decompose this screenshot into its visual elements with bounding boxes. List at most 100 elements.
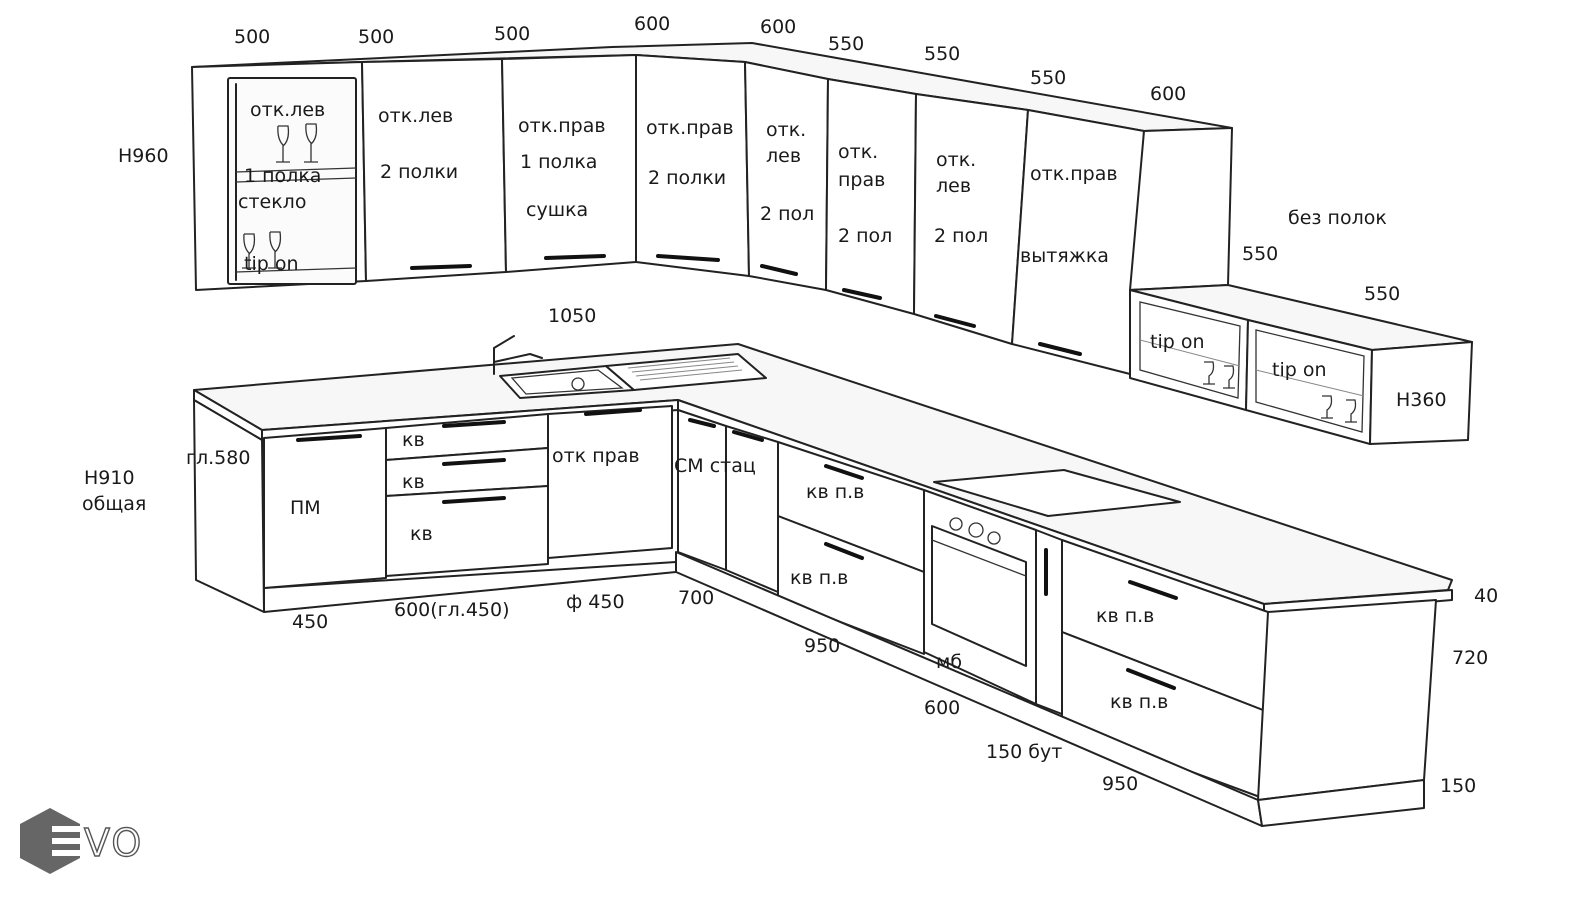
handle [732, 430, 764, 442]
upper-cabinets [191, 42, 1233, 375]
logo-text: VO [84, 821, 143, 865]
wine-glass-icon [1203, 361, 1357, 423]
handle [824, 464, 864, 480]
upper-6-shelves: 2 пол [838, 225, 892, 247]
upper-8-opening: отк.прав [1030, 163, 1118, 185]
upper-1-shelves: 1 полка [244, 165, 321, 187]
handle [842, 288, 882, 300]
handle [442, 420, 506, 428]
handle [584, 408, 642, 416]
base-drawer-3[interactable] [385, 485, 549, 577]
upper-cabinet-4[interactable] [635, 54, 750, 277]
dim-base-4: 700 [678, 587, 714, 609]
dim-plinth-built-in: 150 бут [986, 741, 1062, 763]
dim-upper-5: 600 [760, 16, 796, 38]
side-cabinet-2-label: tip on [1272, 359, 1327, 381]
dim-base-6: 600 [924, 697, 960, 719]
base-cabinet-washer-a[interactable] [677, 409, 727, 571]
base-cabinet-washer-b[interactable] [725, 425, 779, 593]
side-upper-cabinets [1129, 284, 1473, 445]
sink-bowl [510, 369, 624, 395]
upper-3-shelves: 1 полка [520, 151, 597, 173]
upper-2-shelves: 2 полки [380, 161, 458, 183]
dim-base-3: ф 450 [566, 591, 625, 613]
dim-upper-4: 600 [634, 13, 670, 35]
base-end-panel [1257, 599, 1437, 801]
drawer-950-b1-label: кв п.в [1096, 605, 1154, 627]
upper-cabinet-5[interactable] [744, 61, 829, 291]
drawer-950-a1-label: кв п.в [806, 481, 864, 503]
handle [824, 542, 864, 560]
glass-shelf-line [235, 167, 357, 173]
upper-5-shelves: 2 пол [760, 203, 814, 225]
dim-base-7: 950 [1102, 773, 1138, 795]
drawer-1-label: кв [402, 429, 425, 451]
upper-cabinet-6[interactable] [825, 78, 917, 315]
drawer-3-label: кв [410, 523, 433, 545]
dim-upper-6: 550 [828, 33, 864, 55]
dim-plinth-height: 150 [1440, 775, 1476, 797]
dim-base-depth: гл.580 [186, 447, 250, 469]
side-shelf [1139, 339, 1241, 367]
upper-6-opening-1: отк. [838, 141, 878, 163]
drainboard-grooves [627, 357, 743, 381]
upper-7-opening-1: отк. [936, 149, 976, 171]
handle [656, 254, 720, 262]
upper-cabinet-7[interactable] [913, 93, 1029, 345]
dim-side-upper-2: 550 [1364, 283, 1400, 305]
oven-label: мб [936, 651, 962, 673]
handle [1126, 668, 1176, 690]
base-drawer-950-a2[interactable] [777, 515, 925, 655]
sink-cabinet-label: отк прав [552, 445, 640, 467]
upper-7-shelves: 2 пол [934, 225, 988, 247]
base-labels: ПМ кв кв кв отк прав СМ стац кв п.в кв п… [290, 429, 1168, 713]
handle [760, 264, 798, 276]
dim-upper-1: 500 [234, 26, 270, 48]
side-upper-end [1369, 341, 1473, 445]
dim-body-height: 720 [1452, 647, 1488, 669]
upper-3-extra: сушка [526, 199, 588, 221]
dim-base-height: H910 [84, 467, 135, 489]
base-cabinet-sink[interactable] [547, 405, 673, 559]
wine-glass-icon [242, 123, 318, 269]
handle [544, 254, 606, 260]
handle [442, 458, 506, 466]
dim-upper-height: H960 [118, 145, 169, 167]
upper-4-opening: отк.прав [646, 117, 734, 139]
upper-5-opening-2: лев [766, 145, 801, 167]
upper-end-panel [1129, 127, 1233, 291]
handle [442, 496, 506, 504]
glass-bottom-line [235, 267, 357, 273]
dim-base-2: 600(гл.450) [394, 599, 510, 621]
side-glass-1 [1139, 301, 1241, 399]
upper-cabinet-8[interactable] [1011, 109, 1145, 375]
dim-base-5: 950 [804, 635, 840, 657]
dim-upper-3: 500 [494, 23, 530, 45]
dim-upper-9: 600 [1150, 83, 1186, 105]
side-shelf [1255, 369, 1365, 397]
upper-labels: отк.лев 1 полка стекло tip on отк.лев 2 … [238, 99, 1118, 275]
handle [688, 418, 716, 428]
logo-e-bars [52, 826, 86, 856]
dim-upper-7: 550 [924, 43, 960, 65]
side-cabinet-1-label: tip on [1150, 331, 1205, 353]
faucet-icon [493, 335, 543, 375]
dishwasher-label: ПМ [290, 497, 321, 519]
upper-5-opening-1: отк. [766, 119, 806, 141]
cooktop[interactable] [933, 469, 1181, 517]
upper-2-opening: отк.лев [378, 105, 453, 127]
glass-shelf-line [235, 177, 357, 183]
base-cabinet-dishwasher[interactable] [263, 427, 387, 589]
handle [1038, 342, 1082, 356]
upper-1-note: tip on [244, 253, 299, 275]
side-upper-labels: без полок tip on tip on [1150, 207, 1387, 381]
handle [296, 434, 362, 442]
dimension-labels: 500 500 500 600 600 550 550 550 600 550 … [82, 13, 1498, 797]
drawer-950-b2-label: кв п.в [1110, 691, 1168, 713]
oven-panel-line [931, 539, 1027, 577]
upper-1-opening: отк.лев [250, 99, 325, 121]
upper-4-shelves: 2 полки [648, 167, 726, 189]
handle [410, 264, 472, 270]
side-glass-2 [1255, 329, 1365, 433]
